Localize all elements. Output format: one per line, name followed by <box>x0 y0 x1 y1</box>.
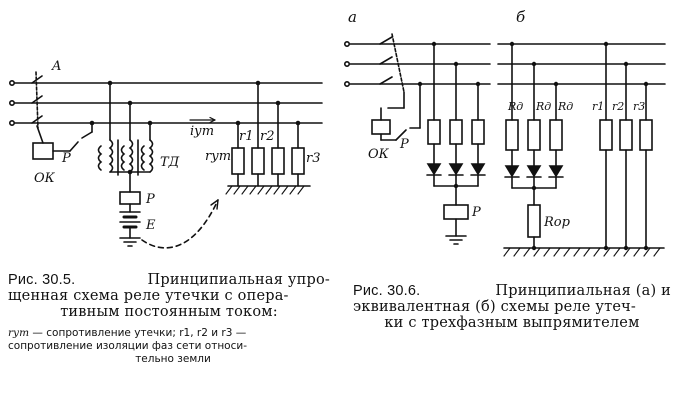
caption-fig-30-6-line2: эквивалентная (б) схемы реле утеч- <box>353 299 637 315</box>
fig-30-6b-schematic <box>497 41 666 257</box>
label-ok-a: ОК <box>368 147 390 162</box>
label-ok: ОК <box>34 171 56 186</box>
caption-fig-30-5-line2: щенная схема реле утечки с опера- <box>8 288 289 304</box>
battery-e <box>119 211 141 239</box>
label-panel-a: а <box>348 8 357 26</box>
caption-fig-30-5-line3: тивным постоянным током: <box>60 304 278 320</box>
resistor-r3 <box>291 147 305 175</box>
label-r1: r1 <box>239 129 254 144</box>
label-r3-b: r3 <box>633 100 645 113</box>
note-line2: сопротивление изоляции фаз сети относи- <box>8 340 247 352</box>
caption-fig-30-5-line1: Принципиальная упро- <box>147 272 330 288</box>
resistor-r-op <box>527 204 541 238</box>
label-contact-p: Р <box>61 151 71 166</box>
fig-30-6a-schematic <box>343 33 491 245</box>
label-td: ТД <box>160 155 180 170</box>
label-r2: r2 <box>260 129 275 144</box>
note-line3: тельно земли <box>135 353 211 365</box>
leakage-path <box>141 199 219 249</box>
label-rd-1: Rд <box>507 100 523 113</box>
label-rd-2: Rд <box>535 100 551 113</box>
label-relay-p: Р <box>145 192 155 207</box>
caption-fig-30-6-line3: ки с трехфазным выпрямителем <box>384 315 640 331</box>
note-line1: — сопротивление утечки; r1, r2 и r3 — <box>29 327 247 339</box>
relay-p-coil <box>119 191 141 205</box>
caption-fig-30-5: Рис. 30.5. Принципиальная упро- щенная с… <box>8 272 330 320</box>
caption-fig-30-6-prefix: Рис. 30.6. <box>353 283 421 299</box>
caption-fig-30-5-prefix: Рис. 30.5. <box>8 272 76 288</box>
resistor-r1 <box>251 147 265 175</box>
relay-ok-coil-a <box>371 119 391 135</box>
caption-fig-30-5-note: rут — сопротивление утечки; r1, r2 и r3 … <box>8 327 338 366</box>
winding-1 <box>108 139 114 173</box>
label-source-e: Е <box>145 218 156 233</box>
relay-p-coil-a <box>443 204 469 220</box>
label-r3: r3 <box>306 151 321 166</box>
caption-fig-30-6: Рис. 30.6. Принципиальная (а) и эквивале… <box>353 283 671 331</box>
label-r2-b: r2 <box>612 100 624 113</box>
fig-30-5-schematic <box>9 71 323 249</box>
label-panel-b: б <box>516 8 526 26</box>
resistor-r2 <box>271 147 285 175</box>
caption-fig-30-6-line1: Принципиальная (а) и <box>495 283 671 299</box>
label-r1-b: r1 <box>592 100 604 113</box>
resistor-r-leak <box>231 147 245 175</box>
label-r-leak: rут <box>205 149 231 164</box>
label-r-op: Rор <box>543 215 571 230</box>
label-relay-p-a: Р <box>471 205 481 220</box>
label-rd-3: Rд <box>557 100 573 113</box>
switch-a <box>31 71 43 129</box>
label-contact-p-a: Р <box>399 137 409 152</box>
label-switch-a: A <box>51 59 61 74</box>
relay-ok-coil <box>32 142 54 160</box>
label-i-leak: iут <box>190 124 214 139</box>
note-symbol-r-leak: rут <box>8 327 30 339</box>
